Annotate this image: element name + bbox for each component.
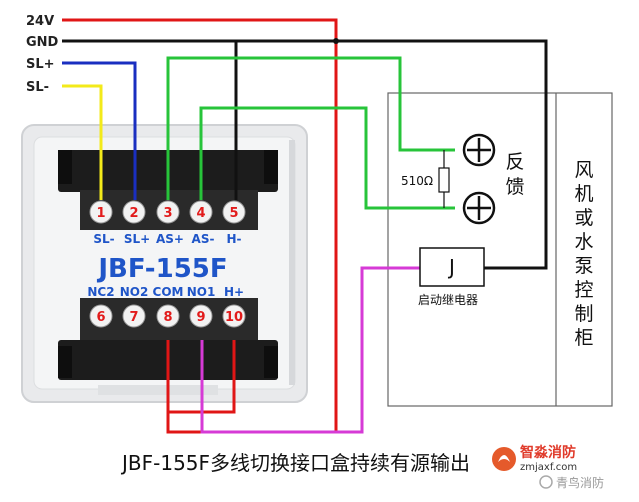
terminal-5-name: H-	[226, 232, 241, 246]
label-sl-plus: SL+	[26, 57, 55, 72]
wire-feedback-as-minus	[199, 106, 455, 210]
terminal-3-name: AS+	[156, 232, 184, 246]
relay-symbol: J	[447, 255, 455, 279]
cabinet-char-8: 柜	[574, 327, 593, 349]
terminal-2-name: SL+	[124, 232, 150, 246]
terminal-6-number: 6	[96, 310, 105, 325]
caption: JBF-155F多线切换接口盒持续有源输出	[120, 451, 470, 475]
cabinet-char-7: 制	[574, 303, 593, 325]
start-relay: J 启动继电器	[418, 247, 485, 307]
terminal-1: 1 SL-	[89, 200, 115, 246]
cabinet-char-3: 或	[574, 207, 593, 229]
terminal-2-number: 2	[129, 206, 138, 221]
brand-cn: 智淼消防	[519, 444, 576, 461]
terminal-4-name: AS-	[192, 232, 215, 246]
terminal-10: H+ 10	[222, 285, 246, 328]
brand-url: zmjaxf.com	[520, 462, 577, 473]
terminal-1-name: SL-	[93, 232, 114, 246]
terminal-7: NO2 7	[120, 285, 149, 328]
terminal-4-number: 4	[196, 206, 205, 221]
terminal-3: 3 AS+	[156, 200, 184, 246]
relay-icon	[419, 247, 485, 287]
terminal-1-number: 1	[96, 206, 105, 221]
wire-gnd	[62, 39, 548, 270]
terminal-2: 2 SL+	[122, 200, 150, 246]
terminal-8-number: 8	[163, 310, 172, 325]
terminal-10-number: 10	[225, 310, 243, 325]
brand-footer: 青鸟消防	[556, 475, 604, 490]
terminal-6: NC2 6	[87, 285, 115, 328]
wire-feedback-as-plus	[166, 56, 455, 200]
resistor-value: 510Ω	[401, 174, 433, 188]
wechat-icon	[539, 475, 553, 489]
wire-labels: 24V GND SL+ SL-	[26, 14, 59, 95]
label-gnd: GND	[26, 35, 59, 50]
wires	[62, 18, 548, 434]
terminal-8: COM 8	[153, 285, 184, 328]
label-24v: 24V	[26, 14, 54, 29]
watermark: 智淼消防 zmjaxf.com 青鸟消防	[492, 444, 604, 490]
terminal-9-name: NO1	[187, 285, 216, 299]
terminal-9-number: 9	[196, 310, 205, 325]
feedback-label-2: 馈	[505, 176, 524, 198]
terminal-10-name: H+	[224, 285, 244, 299]
terminal-5-number: 5	[229, 206, 238, 221]
relay-label: 启动继电器	[418, 293, 478, 307]
bottom-terminals: NC2 6 NO2 7 COM 8 NO1 9 H+ 10	[87, 285, 246, 328]
terminal-7-name: NO2	[120, 285, 149, 299]
terminal-9: NO1 9	[187, 285, 216, 328]
resistor-icon	[438, 167, 450, 193]
terminal-6-name: NC2	[87, 285, 114, 299]
terminal-3-number: 3	[163, 206, 172, 221]
cabinet-char-5: 泵	[574, 255, 593, 277]
control-cabinet: 风 机 或 水 泵 控 制 柜	[387, 92, 613, 407]
wire-sl-minus	[62, 84, 103, 200]
terminal-7-number: 7	[129, 310, 138, 325]
wire-sl-plus	[62, 61, 137, 200]
label-sl-minus: SL-	[26, 80, 49, 95]
terminal-8-name: COM	[153, 285, 184, 299]
resistor: 510Ω	[401, 150, 450, 208]
feedback-label-1: 反	[505, 151, 524, 173]
wire-24v-to-h+	[168, 340, 236, 414]
cabinet-char-4: 水	[574, 231, 593, 253]
cabinet-char-1: 风	[574, 159, 593, 181]
feedback-contacts: 反 馈	[462, 133, 525, 225]
cabinet-char-2: 机	[574, 183, 593, 205]
top-terminals: 1 SL- 2 SL+ 3 AS+ 4 AS- 5 H-	[89, 200, 246, 246]
cabinet-char-6: 控	[574, 279, 593, 301]
terminal-4: 4 AS-	[189, 200, 215, 246]
module-model: JBF-155F	[96, 254, 227, 284]
wire-start-relay	[200, 266, 420, 434]
terminal-5: 5 H-	[222, 200, 246, 246]
